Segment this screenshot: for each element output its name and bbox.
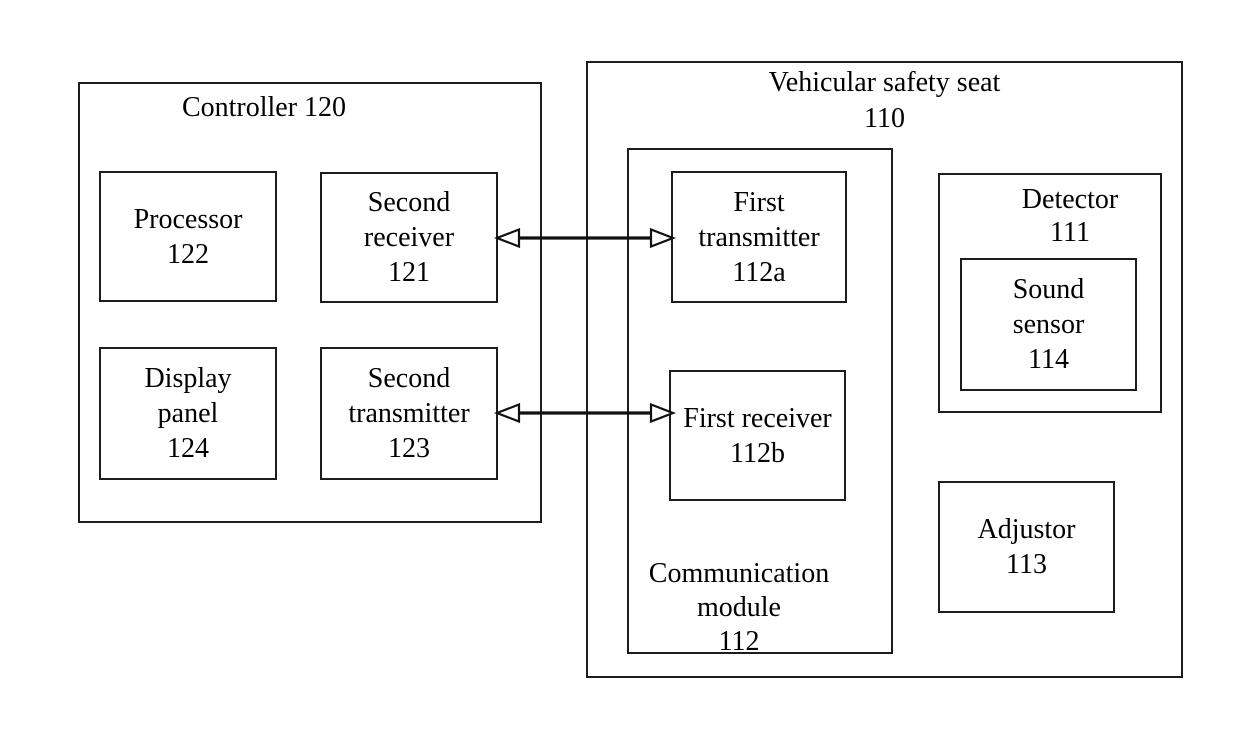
sound-sensor-box: Sound sensor 114 xyxy=(960,258,1137,391)
detector-box xyxy=(938,173,1162,413)
display-panel-label-line-1: Display xyxy=(144,363,232,394)
communication-module-label: Communication module 112 xyxy=(627,557,851,659)
first-transmitter-label-line-1: First xyxy=(733,186,785,218)
second-transmitter-label-line-1: Second xyxy=(367,363,451,394)
second-transmitter-label-line-2: transmitter xyxy=(348,398,470,429)
second-receiver-label-line-2: receiver xyxy=(363,222,455,253)
detector-label-line-2: 111 xyxy=(1050,217,1090,248)
adjustor-box: Adjustor 113 xyxy=(938,481,1115,613)
vehicular-safety-seat-box xyxy=(586,61,1183,678)
bidirectional-arrow-transmitter-receiver xyxy=(493,402,677,424)
communication-module-box xyxy=(627,148,893,654)
display-panel-box: Display panel 124 xyxy=(99,347,277,480)
first-transmitter-label-line-3: 112a xyxy=(732,256,786,288)
controller-title: Controller 120 xyxy=(181,92,347,123)
display-panel-label-line-2: panel xyxy=(157,398,219,429)
adjustor-label-line-1: Adjustor xyxy=(977,514,1076,545)
first-transmitter-label-line-2: transmitter xyxy=(698,221,820,253)
processor-box: Processor 122 xyxy=(99,171,277,302)
first-transmitter-box: First transmitter 112a xyxy=(671,171,847,303)
vehicular-safety-seat-title: Vehicular safety seat 110 xyxy=(586,65,1183,137)
second-transmitter-label-line-3: 123 xyxy=(388,433,430,464)
display-panel-label-line-3: 124 xyxy=(167,433,209,464)
first-receiver-box: First receiver 112b xyxy=(669,370,846,501)
processor-label-line-2: 122 xyxy=(167,238,209,270)
sound-sensor-label-line-3: 114 xyxy=(1028,344,1069,375)
sound-sensor-label-line-1: Sound xyxy=(1012,274,1085,305)
controller-box xyxy=(78,82,542,523)
communication-module-label-line-3: 112 xyxy=(718,626,760,657)
vehicular-safety-seat-title-line-2: 110 xyxy=(864,103,905,134)
sound-sensor-label-line-2: sensor xyxy=(1012,309,1085,340)
vehicular-safety-seat-title-line-1: Vehicular safety seat xyxy=(768,67,1001,98)
detector-label: Detector 111 xyxy=(958,183,1182,249)
communication-module-label-line-2: module xyxy=(697,592,781,623)
second-receiver-label-line-1: Second xyxy=(367,187,451,218)
second-transmitter-box: Second transmitter 123 xyxy=(320,347,498,480)
second-receiver-label-line-3: 121 xyxy=(388,257,430,288)
adjustor-label-line-2: 113 xyxy=(1006,549,1047,580)
first-receiver-label-line-1: First receiver xyxy=(683,402,832,434)
processor-label-line-1: Processor xyxy=(133,203,243,235)
first-receiver-label-line-2: 112b xyxy=(730,437,785,469)
second-receiver-box: Second receiver 121 xyxy=(320,172,498,303)
detector-label-line-1: Detector xyxy=(1021,184,1119,215)
bidirectional-arrow-receiver-transmitter xyxy=(493,227,677,249)
communication-module-label-line-1: Communication xyxy=(648,558,830,589)
